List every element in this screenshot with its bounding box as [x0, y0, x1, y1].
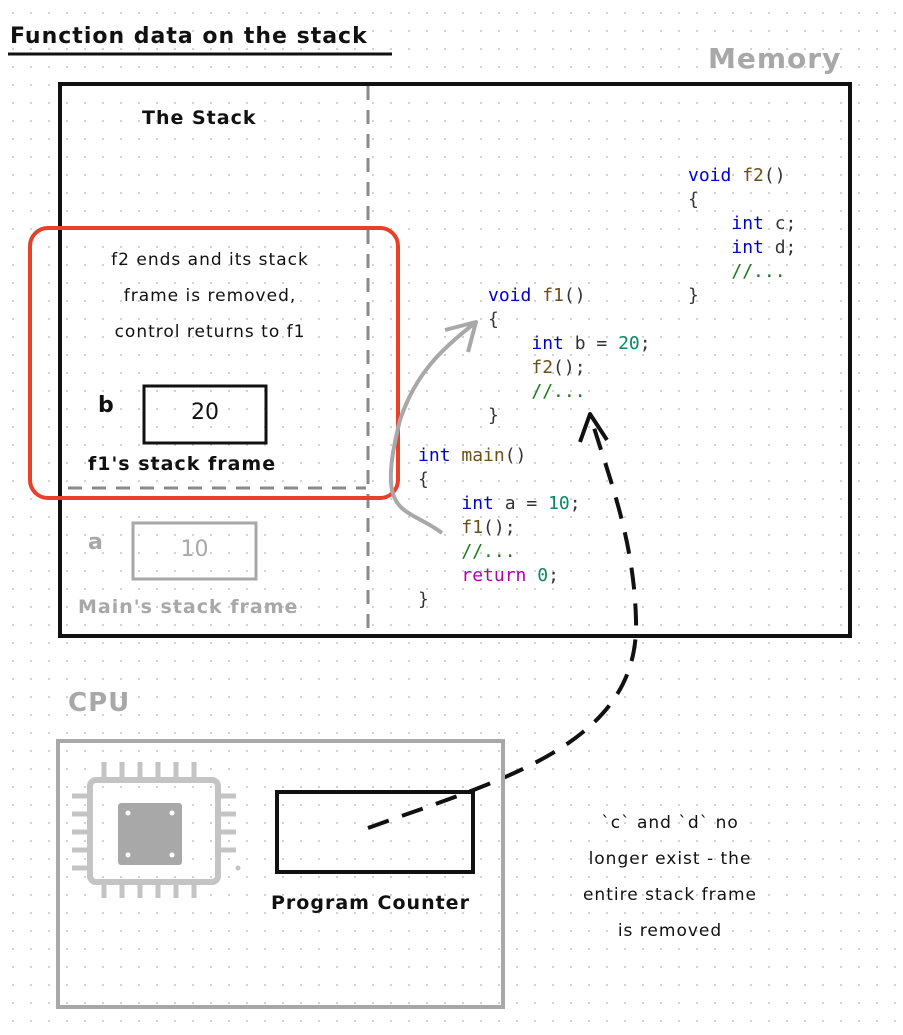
code-f1-l2-rest: (); — [553, 357, 586, 378]
code-f1-l1-end: ; — [639, 333, 651, 354]
callout-highlight — [28, 226, 400, 500]
code-f1-l1-type: int — [531, 333, 564, 354]
main-var-name: a — [88, 530, 104, 555]
code-main-l4-sp — [526, 565, 537, 586]
code-f1-l3: //... — [531, 381, 586, 402]
code-f1-l1-num: 20 — [618, 333, 640, 354]
callout-line-2: frame is removed, — [123, 286, 297, 306]
memory-label: Memory — [708, 42, 842, 75]
code-f1: void f1() { int b = 20; f2(); //... } — [488, 284, 651, 428]
code-f1-l2-name: f2 — [531, 357, 554, 378]
code-main-l4-kw: return — [461, 565, 527, 586]
note-line-2: longer exist - the — [588, 849, 752, 869]
code-f2-sig: () — [763, 165, 786, 186]
code-main-l1-end: ; — [569, 493, 581, 514]
code-f2-l3: //... — [731, 261, 786, 282]
callout-text: f2 ends and its stack frame is removed, … — [60, 242, 360, 350]
note-line-1: `c` and `d` no — [601, 813, 739, 833]
code-main-l3: //... — [461, 541, 516, 562]
main-value-box — [131, 521, 258, 581]
code-f2: void f2() { int c; int d; //... } — [688, 164, 796, 308]
cpu-box — [56, 739, 505, 1009]
code-f1-close: } — [488, 405, 499, 426]
code-f1-l1-mid: b = — [563, 333, 619, 354]
code-main-sig: () — [504, 445, 527, 466]
note-line-4: is removed — [617, 921, 723, 941]
code-f1-name: f1 — [542, 285, 564, 306]
code-f2-l1-rest: c; — [763, 213, 797, 234]
code-main-close: } — [418, 589, 429, 610]
pc-arrow — [367, 414, 639, 830]
code-main-l1-num: 10 — [548, 493, 570, 514]
return-arrow — [388, 321, 477, 535]
code-f2-kw: void — [688, 165, 732, 186]
code-main-l4-end: ; — [548, 565, 559, 586]
code-f2-close: } — [688, 285, 699, 306]
f1-frame-label: f1's stack frame — [88, 453, 277, 475]
code-f1-kw: void — [488, 285, 532, 306]
program-counter-label: Program Counter — [271, 892, 470, 914]
code-main-l1-type: int — [461, 493, 494, 514]
code-main-l2-rest: (); — [483, 517, 516, 538]
code-f1-sig: () — [563, 285, 586, 306]
code-main-name: main — [461, 445, 505, 466]
code-main-open: { — [418, 469, 429, 490]
pc-arrow-head — [578, 412, 609, 443]
callout-line-1: f2 ends and its stack — [111, 250, 309, 270]
callout-line-3: control returns to f1 — [114, 322, 306, 342]
code-main-l1-mid: a = — [493, 493, 549, 514]
code-main-l2-name: f1 — [461, 517, 484, 538]
code-f2-l2-type: int — [731, 237, 764, 258]
code-f2-l2-rest: d; — [763, 237, 797, 258]
program-counter-box — [275, 790, 475, 874]
note-line-3: entire stack frame — [582, 885, 758, 905]
f1-var-name: b — [98, 393, 115, 418]
code-f2-l1-type: int — [731, 213, 764, 234]
code-main-kw: int — [418, 445, 451, 466]
code-main-l4-num: 0 — [537, 565, 549, 586]
main-frame-label: Main's stack frame — [78, 596, 299, 618]
memory-box — [58, 82, 852, 638]
code-f1-open: { — [488, 309, 499, 330]
f1-value-box — [142, 384, 268, 445]
code-f2-name: f2 — [742, 165, 764, 186]
code-main: int main() { int a = 10; f1(); //... ret… — [418, 444, 581, 612]
code-f2-open: { — [688, 189, 699, 210]
note-text: `c` and `d` no longer exist - the entire… — [540, 805, 800, 949]
stack-label: The Stack — [142, 107, 257, 129]
cpu-label: CPU — [68, 688, 131, 718]
cpu-chip-icon — [72, 762, 241, 898]
page-title: Function data on the stack — [10, 24, 368, 49]
return-arrow-head — [444, 320, 478, 353]
f1-var-value: 20 — [191, 400, 219, 425]
main-var-value: 10 — [180, 537, 209, 562]
